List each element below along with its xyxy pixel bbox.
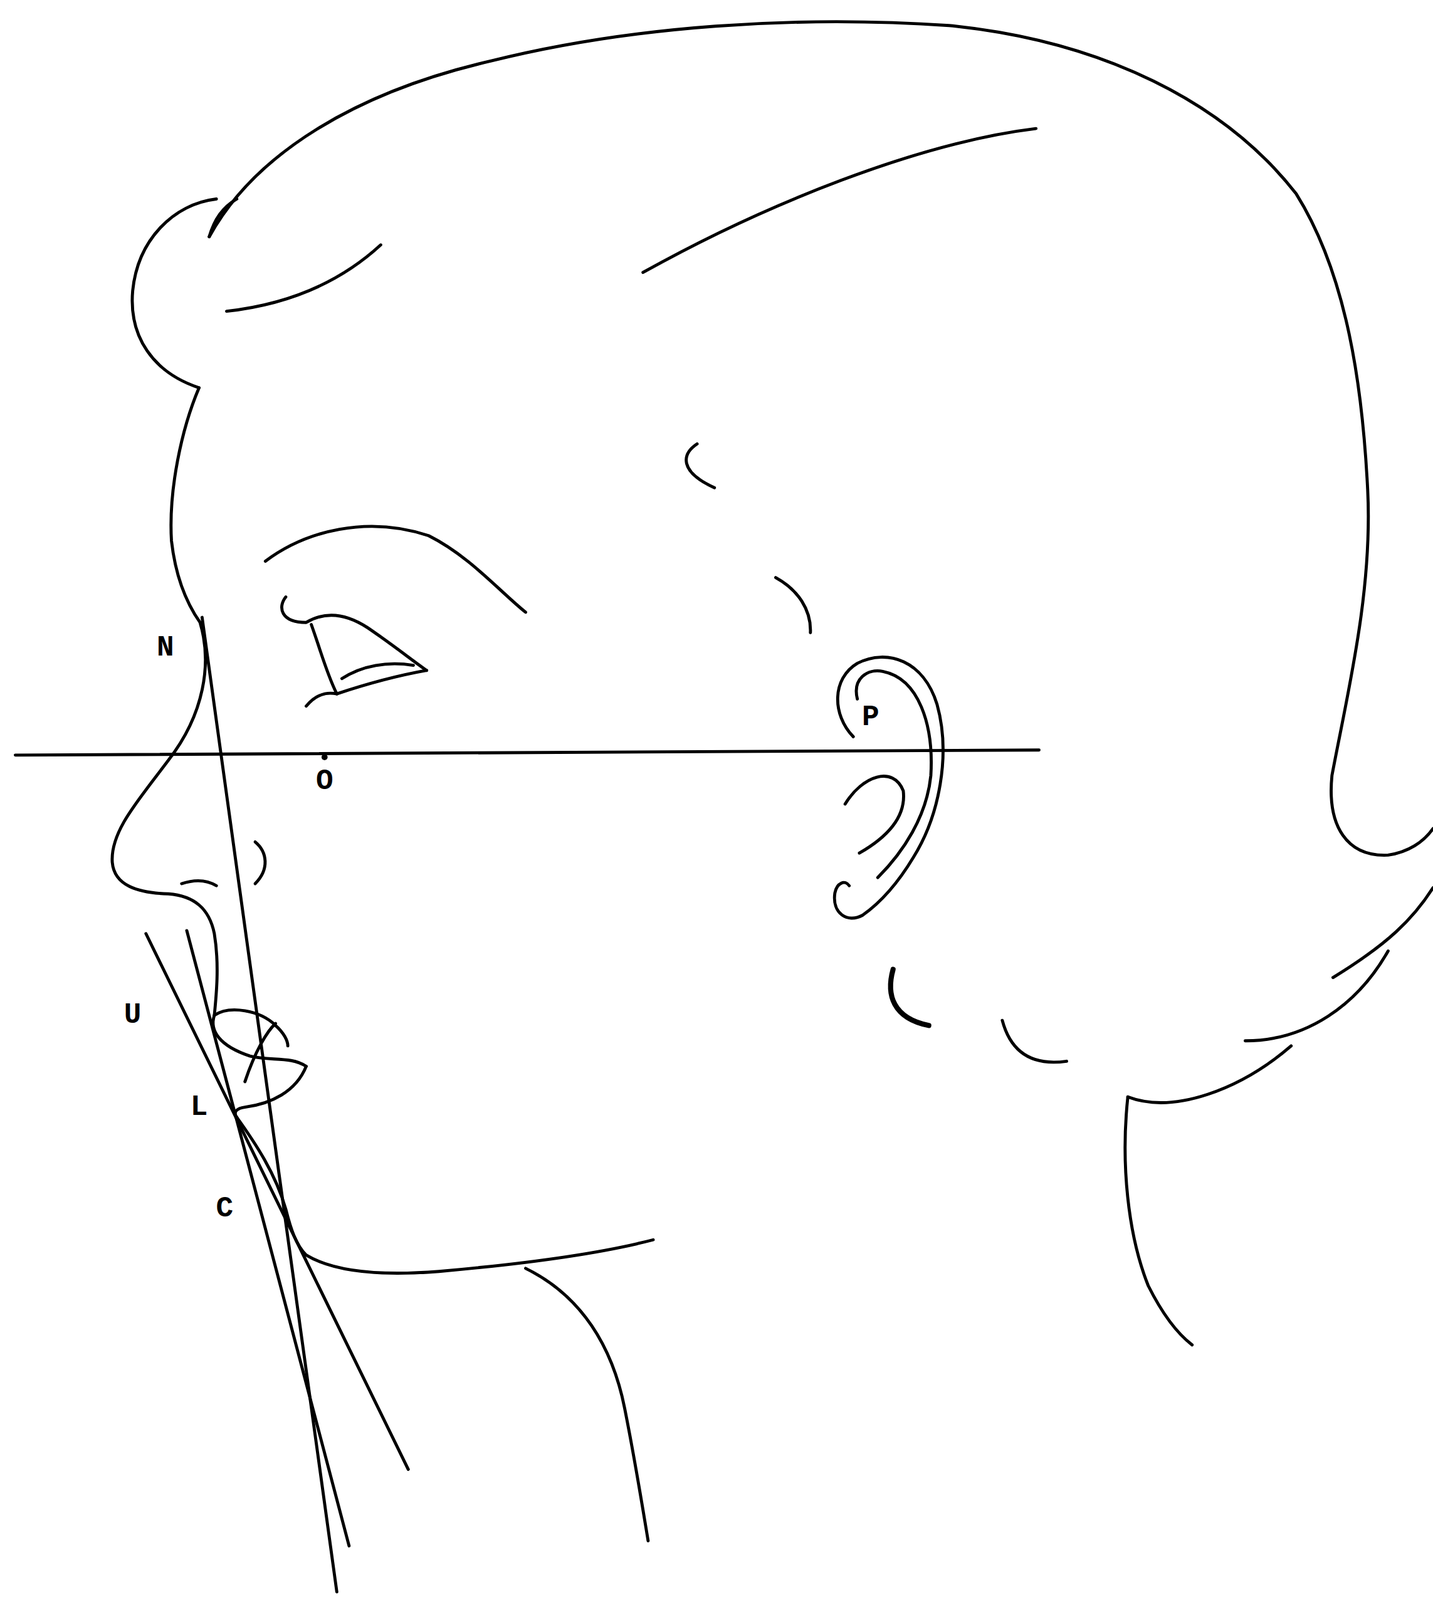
temple-mark	[775, 577, 810, 634]
hair-strand	[643, 128, 1037, 273]
face-profile	[112, 388, 217, 1016]
point-dot	[321, 754, 328, 761]
hair-back-lower	[1244, 950, 1388, 1041]
ear-inner	[845, 776, 904, 854]
ear-outer	[834, 657, 943, 919]
hair-outline	[209, 21, 1433, 856]
neck-back	[1125, 1097, 1193, 1346]
tangent-line	[186, 930, 350, 1547]
eye-iris	[341, 663, 414, 679]
eye-lower	[305, 693, 337, 707]
upper-lip	[214, 1010, 288, 1047]
point-label: N	[154, 633, 177, 664]
tangent-line	[146, 934, 409, 1470]
point-label: P	[860, 702, 882, 733]
nostril	[181, 880, 217, 886]
hair-back	[1332, 888, 1433, 978]
nostril	[255, 841, 266, 884]
eye	[311, 624, 427, 694]
temple-mark	[686, 443, 715, 488]
hair-strand	[226, 245, 381, 312]
point-label: U	[122, 1000, 144, 1031]
neck-front	[525, 1268, 649, 1542]
horizontal-plane-line	[15, 750, 1039, 756]
cheek-mark	[1002, 1020, 1067, 1063]
eye-lid	[281, 596, 427, 671]
cheek-mark	[890, 969, 930, 1027]
profile-line	[201, 617, 337, 1593]
point-label: L	[188, 1092, 210, 1123]
hair-bun	[132, 198, 217, 388]
point-label: O	[314, 766, 336, 797]
jaw-back	[1127, 1046, 1292, 1103]
eyebrow	[265, 526, 526, 613]
point-label: C	[213, 1194, 236, 1225]
